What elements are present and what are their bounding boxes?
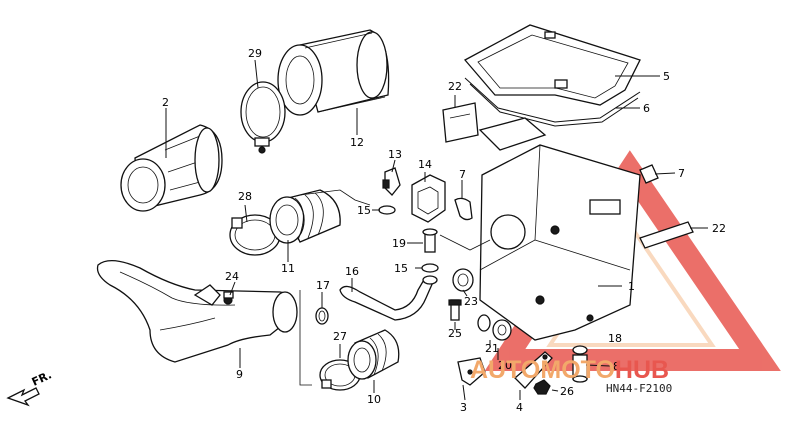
- callout-20: 20: [498, 359, 512, 372]
- grommet-23: [452, 268, 474, 292]
- watermark-text: AUTOMOTOHUB: [470, 356, 669, 384]
- sensor-bracket: [382, 167, 401, 196]
- mount-rubber-20: [492, 319, 512, 341]
- callout-5: 5: [663, 70, 670, 83]
- callout-15a: 15: [357, 204, 371, 217]
- air-cleaner-case: [478, 117, 641, 341]
- callout-27: 27: [333, 330, 347, 343]
- front-label: FR.: [30, 368, 54, 388]
- clip-7-right: [639, 164, 659, 184]
- breather-hose: [339, 275, 438, 321]
- callout-24: 24: [225, 270, 239, 283]
- diagram-code: HN44-F2100: [606, 382, 672, 395]
- callout-10: 10: [367, 393, 381, 406]
- callout-29: 29: [248, 47, 262, 60]
- callout-18: 18: [608, 332, 622, 345]
- duct-bolt-24: [193, 284, 234, 306]
- front-direction-arrow: FR.: [6, 368, 54, 407]
- drain-fitting: [422, 228, 438, 253]
- o-ring-15a: [378, 205, 396, 215]
- drain-tube: [572, 345, 588, 383]
- callout-23: 23: [464, 295, 478, 308]
- leader-lines: [165, 59, 708, 401]
- callout-21: 21: [485, 342, 499, 355]
- callout-16: 16: [345, 265, 359, 278]
- callout-9: 9: [236, 368, 243, 381]
- callout-17: 17: [316, 279, 330, 292]
- hose-clip-17: [315, 307, 329, 325]
- callout-28: 28: [238, 190, 252, 203]
- intake-funnel: [120, 124, 223, 212]
- intake-boot: [269, 189, 341, 244]
- resonator: [411, 174, 446, 223]
- callout-labels: 1 2 3 4 5 6 7 7 8 9 10 11 12 13 14 15 15…: [162, 47, 726, 414]
- stay-4: [514, 351, 553, 389]
- collar-21: [477, 314, 491, 332]
- watermark-part1: AUTOMOTO: [470, 356, 615, 384]
- cover-seal: [464, 77, 641, 127]
- nut-26: [533, 379, 551, 395]
- callout-14: 14: [418, 158, 432, 171]
- callout-7-right: 7: [678, 167, 685, 180]
- callout-25: 25: [448, 327, 462, 340]
- callout-6: 6: [643, 102, 650, 115]
- callout-3: 3: [460, 401, 467, 414]
- callout-13: 13: [388, 148, 402, 161]
- callout-11: 11: [281, 262, 295, 275]
- callout-1: 1: [628, 280, 635, 293]
- callout-12: 12: [350, 136, 364, 149]
- callout-26: 26: [560, 385, 574, 398]
- o-ring-15b: [421, 263, 439, 273]
- callout-8: 8: [613, 360, 620, 373]
- callout-15b: 15: [394, 262, 408, 275]
- filter-clamp-band: [240, 81, 286, 154]
- intake-duct: [96, 260, 298, 363]
- callout-2: 2: [162, 96, 169, 109]
- callout-19: 19: [392, 237, 406, 250]
- callout-22-left: 22: [448, 80, 462, 93]
- callout-4: 4: [516, 401, 523, 414]
- bolt-25: [448, 299, 462, 321]
- watermark-part2: HUB: [615, 356, 669, 384]
- callout-22-right: 22: [712, 222, 726, 235]
- foam-block-22-left: [442, 102, 479, 143]
- callout-7-left: 7: [459, 168, 466, 181]
- air-case-cover: [463, 24, 641, 106]
- rubber-joint: [347, 329, 400, 380]
- clip-7-left: [454, 197, 473, 221]
- foam-strip-22-right: [639, 221, 694, 249]
- bracket-3: [457, 357, 486, 386]
- air-filter-element: [277, 29, 390, 116]
